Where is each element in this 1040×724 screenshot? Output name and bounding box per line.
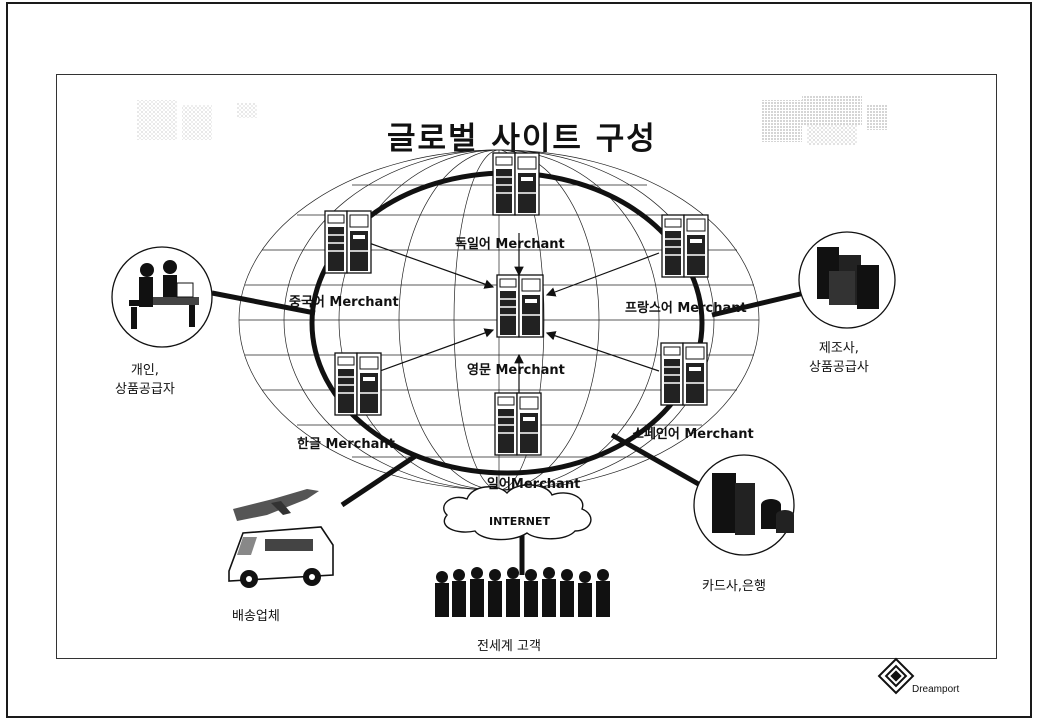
dreamport-logo-text: Dreamport [912, 684, 960, 695]
label-manufacturer-line2: 상품공급사 [809, 360, 869, 375]
label-english-merchant: 영문 Merchant [467, 363, 565, 378]
server-layer [111, 152, 896, 617]
server-french [661, 214, 709, 278]
airplane-icon [233, 489, 319, 521]
document-page: 글로벌 사이트 구성 [6, 2, 1032, 718]
card-bank-icon [693, 454, 795, 556]
faded-decoration-right [762, 95, 887, 145]
label-spanish-merchant: 스페인어 Merchant [632, 427, 754, 442]
individual-supplier-icon [111, 246, 213, 348]
label-customers: 전세계 고객 [477, 639, 541, 654]
server-korean [334, 352, 382, 416]
label-individual-supplier: 개인, 상품공급자 [115, 359, 175, 397]
slide-frame: 글로벌 사이트 구성 [56, 74, 997, 659]
dreamport-logo-icon [877, 657, 915, 695]
label-manufacturer: 제조사, 상품공급사 [809, 337, 869, 375]
server-german [492, 152, 540, 216]
server-japanese [494, 392, 542, 456]
label-german-merchant: 독일어 Merchant [455, 237, 565, 252]
merchant-arrows [368, 233, 660, 393]
internet-cloud-icon [443, 484, 592, 541]
label-card-bank: 카드사,은행 [702, 579, 766, 594]
diagram-canvas [137, 95, 887, 575]
label-individual-line2: 상품공급자 [115, 382, 175, 397]
label-delivery: 배송업체 [232, 609, 280, 624]
delivery-van-icon [228, 526, 334, 588]
label-chinese-merchant: 중국어 Merchant [289, 295, 399, 310]
label-korean-merchant: 한글 Merchant [297, 437, 395, 452]
manufacturer-icon [798, 231, 896, 329]
label-japanese-merchant: 일어Merchant [487, 477, 581, 492]
customers-crowd-icon [435, 567, 610, 617]
server-chinese [324, 210, 372, 274]
label-internet: INTERNET [489, 515, 551, 528]
server-spanish [660, 342, 708, 406]
faded-decoration-left [137, 100, 257, 140]
label-manufacturer-line1: 제조사, [818, 341, 859, 356]
label-french-merchant: 프랑스어 Merchant [625, 301, 747, 316]
label-individual-line1: 개인, [130, 363, 159, 378]
server-english [496, 274, 544, 338]
